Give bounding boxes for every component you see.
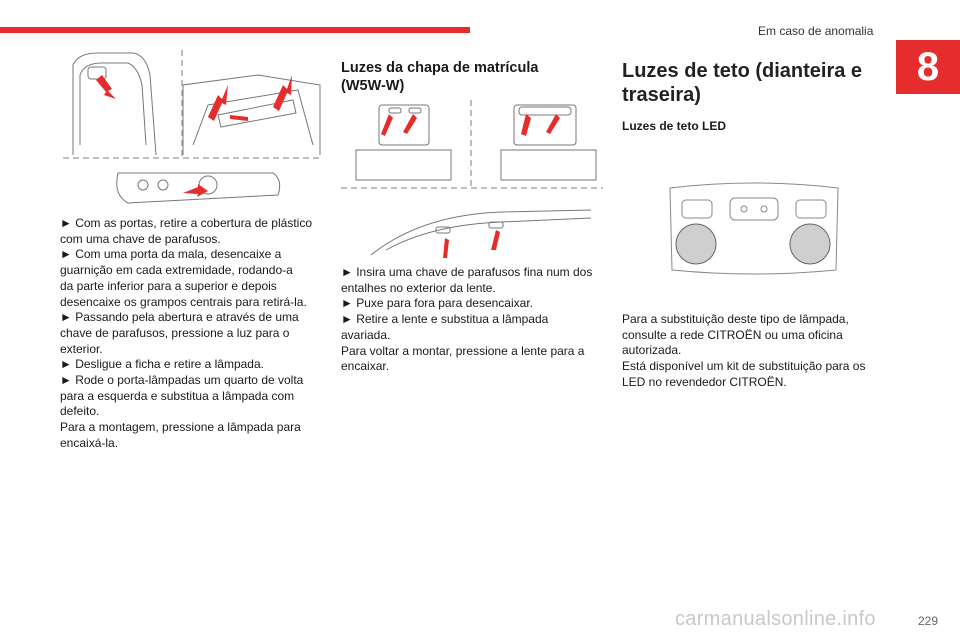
text-line: Para voltar a montar, pressione a lente … (341, 343, 585, 358)
column-plate-lights: Luzes da chapa de matrícula (W5W-W) (341, 59, 606, 95)
text-line: Para a substituição deste tipo de lâmpad… (622, 312, 849, 326)
text-line: exterior. (60, 341, 103, 356)
text-line: ► Retire a lente e substitua a lâmpada (341, 312, 549, 327)
section-heading: traseira) (622, 84, 701, 106)
text-line: ► Desligue a ficha e retire a lâmpada. (60, 357, 264, 372)
text-line: ► Com as portas, retire a cobertura de p… (60, 216, 312, 230)
text-line: consulte a rede CITROËN ou uma oficina (622, 327, 843, 342)
section-title: Em caso de anomalia (758, 24, 874, 38)
text-line: defeito. (60, 404, 100, 419)
text-line: da parte inferior para a superior e depo… (60, 278, 277, 293)
watermark: carmanualsonline.info (675, 608, 876, 630)
text-line: avariada. (341, 327, 391, 342)
text-line: encaixar. (341, 359, 390, 374)
text-line: para a esquerda e substitua a lâmpada co… (60, 388, 295, 403)
chapter-badge: 8 (896, 40, 960, 94)
text-line: LED no revendedor CITROËN. (622, 374, 787, 389)
subsection-heading: Luzes de teto LED (622, 119, 727, 133)
text-line: chave de parafusos, pressione a luz para… (60, 325, 290, 340)
text-line: guarnição em cada extremidade, rodando-a (60, 263, 293, 278)
page-number: 229 (917, 614, 938, 628)
column-ceiling-lights: Luzes de teto (dianteira e traseira) Luz… (622, 59, 887, 135)
section-heading: Luzes de teto (dianteira e (622, 60, 863, 82)
text-line: ► Com uma porta da mala, desencaixe a (60, 247, 282, 262)
column-plate-text: ► Insira uma chave de parafusos fina num… (341, 265, 606, 375)
text-line: Para a montagem, pressione a lâmpada par… (60, 420, 301, 435)
column-ceiling-text: Para a substituição deste tipo de lâmpad… (622, 312, 887, 391)
text-line: ► Rode o porta-lâmpadas um quarto de vol… (60, 373, 304, 388)
text-line: desencaixe os grampos centrais para reti… (60, 294, 307, 309)
figure-plate-light (341, 100, 603, 258)
text-line: ► Insira uma chave de parafusos fina num… (341, 265, 593, 279)
figure-interior-light (63, 50, 321, 204)
text-line: autorizada. (622, 343, 682, 358)
text-line: Está disponível um kit de substituição p… (622, 359, 866, 374)
text-line: com uma chave de parafusos. (60, 231, 221, 246)
section-heading: (W5W-W) (341, 78, 405, 94)
header-accent-bar (0, 27, 470, 33)
section-heading: Luzes da chapa de matrícula (341, 60, 539, 76)
text-line: encaixá-la. (60, 435, 119, 450)
text-line: ► Passando pela abertura e através de um… (60, 310, 299, 325)
figure-ceiling-light (669, 182, 839, 275)
text-line: ► Puxe para fora para desencaixar. (341, 296, 533, 311)
column-interior-light: ► Com as portas, retire a cobertura de p… (60, 216, 325, 452)
text-line: entalhes no exterior da lente. (341, 280, 496, 295)
